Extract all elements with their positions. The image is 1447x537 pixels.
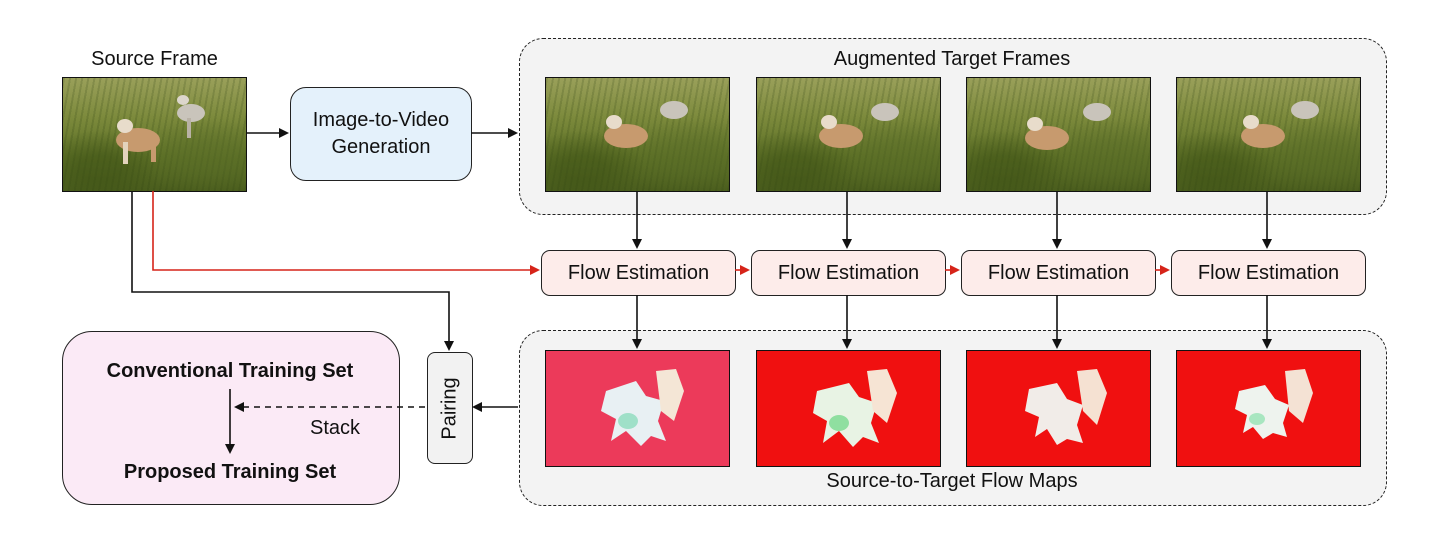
dog-front-figure (116, 119, 160, 164)
augmented-frame-4 (1176, 77, 1361, 192)
pairing-box: Pairing (427, 352, 473, 464)
source-frame-image (62, 77, 247, 192)
flow-map-3 (966, 350, 1151, 467)
dog-back-figure (177, 95, 205, 138)
flow-map-2 (756, 350, 941, 467)
flow-maps-label: Source-to-Target Flow Maps (826, 470, 1078, 492)
flow-estimation-box-2: Flow Estimation (751, 250, 946, 296)
flow-estimation-box-1: Flow Estimation (541, 250, 736, 296)
flow-estimation-box-3: Flow Estimation (961, 250, 1156, 296)
augmented-frame-2 (756, 77, 941, 192)
augmented-frame-1 (545, 77, 730, 192)
generator-label-line1: Image-to-Video (312, 109, 450, 131)
red-arrow-source-to-fe1 (152, 191, 540, 275)
flow-estimation-label-4: Flow Estimation (1197, 261, 1340, 284)
proposed-training-set-label: Proposed Training Set (123, 461, 337, 483)
source-frame-label: Source Frame (91, 48, 218, 70)
training-sets-box (62, 331, 400, 505)
flow-estimation-label-2: Flow Estimation (777, 261, 920, 284)
flow-map-1 (545, 350, 730, 467)
flow-estimation-label-1: Flow Estimation (567, 261, 710, 284)
augmented-target-frames-label: Augmented Target Frames (833, 48, 1071, 70)
arrow-source-to-pairing (131, 191, 454, 351)
flow-estimation-box-4: Flow Estimation (1171, 250, 1366, 296)
augmented-frame-3 (966, 77, 1151, 192)
stack-label: Stack (309, 417, 361, 439)
flow-map-4 (1176, 350, 1361, 467)
generator-label-line2: Generation (331, 136, 431, 158)
conventional-training-set-label: Conventional Training Set (106, 360, 354, 382)
flow-estimation-label-3: Flow Estimation (987, 261, 1130, 284)
